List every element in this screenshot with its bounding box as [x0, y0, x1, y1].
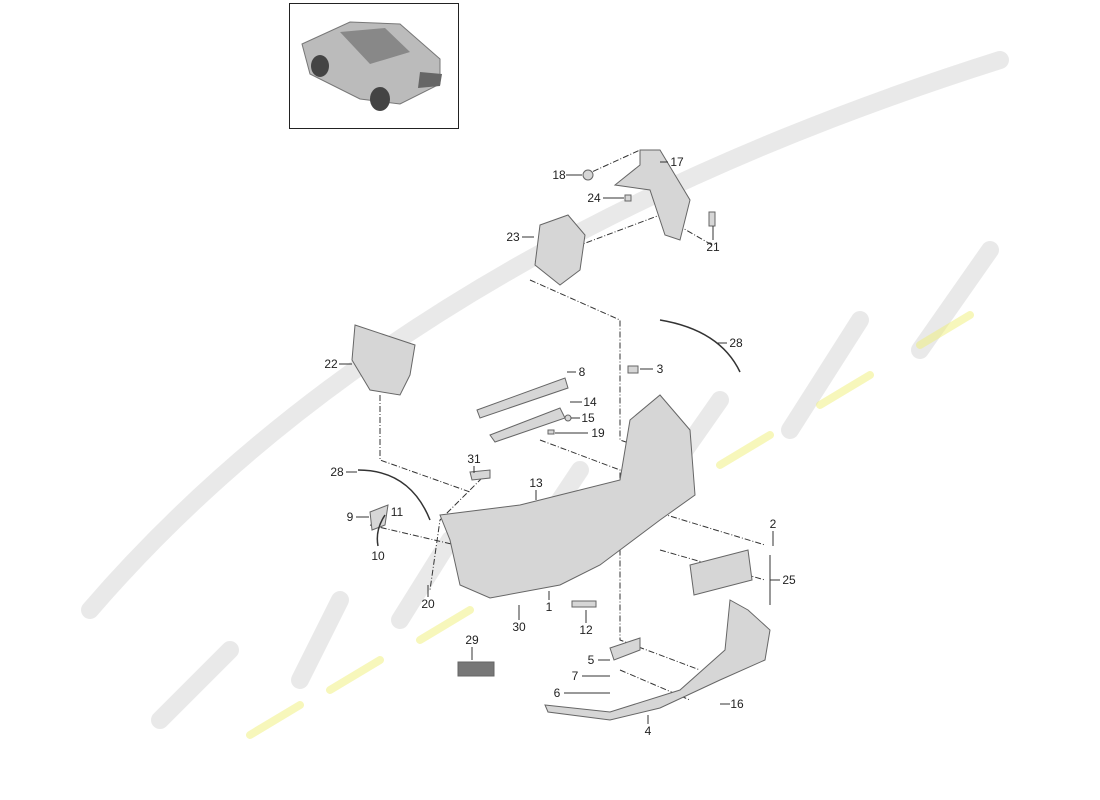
part-21-bolt	[708, 211, 716, 227]
callout-13[interactable]: 13	[529, 476, 543, 490]
callout-3[interactable]: 3	[656, 362, 664, 376]
part-28-seal-left	[357, 469, 431, 521]
callout-12[interactable]: 12	[579, 623, 593, 637]
part-15-clip	[564, 414, 572, 422]
part-23-bracket	[534, 214, 586, 286]
part-24-screw	[624, 194, 632, 202]
part-25-plate	[689, 549, 753, 596]
callout-20[interactable]: 20	[421, 597, 435, 611]
part-9-bracket	[369, 504, 389, 531]
callout-31[interactable]: 31	[467, 452, 481, 466]
part-29-box	[457, 661, 495, 677]
part-28-seal-right	[659, 319, 741, 373]
car-thumbnail	[289, 3, 459, 129]
callout-19[interactable]: 19	[591, 426, 605, 440]
callout-10[interactable]: 10	[371, 549, 385, 563]
callout-7[interactable]: 7	[571, 669, 579, 683]
callout-17[interactable]: 17	[670, 155, 684, 169]
part-19-clip	[547, 429, 555, 435]
part-12-pad	[571, 600, 597, 608]
callout-23[interactable]: 23	[506, 230, 520, 244]
leader-lines	[339, 161, 780, 724]
part-10-seal	[376, 514, 386, 547]
seals	[357, 319, 741, 547]
callout-28-right[interactable]: 28	[729, 336, 743, 350]
part-8-strip	[476, 377, 569, 419]
part-22-bracket	[351, 324, 416, 396]
callout-4[interactable]: 4	[644, 724, 652, 738]
callout-11[interactable]: 11	[390, 505, 404, 519]
callout-22[interactable]: 22	[324, 357, 338, 371]
callout-24[interactable]: 24	[587, 191, 601, 205]
callout-30[interactable]: 30	[512, 620, 526, 634]
car-image	[301, 21, 442, 111]
callout-1[interactable]: 1	[545, 600, 553, 614]
callout-8[interactable]: 8	[578, 365, 586, 379]
part-17-bracket	[613, 149, 691, 241]
callout-2[interactable]: 2	[769, 517, 777, 531]
callout-14[interactable]: 14	[583, 395, 597, 409]
callout-29[interactable]: 29	[465, 633, 479, 647]
part-3-clip	[627, 365, 639, 374]
callout-16[interactable]: 16	[730, 697, 744, 711]
callout-15[interactable]: 15	[581, 411, 595, 425]
callout-18[interactable]: 18	[552, 168, 566, 182]
callout-5[interactable]: 5	[587, 653, 595, 667]
part-1-bumper-cover	[439, 394, 696, 599]
callout-28-left[interactable]: 28	[330, 465, 344, 479]
part-31-clip	[469, 469, 491, 481]
callout-9[interactable]: 9	[346, 510, 354, 524]
callout-6[interactable]: 6	[553, 686, 561, 700]
callout-21[interactable]: 21	[706, 240, 720, 254]
callout-25[interactable]: 25	[782, 573, 796, 587]
parts	[351, 149, 771, 721]
part-5-bracket	[609, 637, 641, 661]
part-4-diffuser	[544, 599, 771, 721]
part-18-nut	[582, 169, 594, 181]
part-14-strip	[489, 407, 566, 443]
